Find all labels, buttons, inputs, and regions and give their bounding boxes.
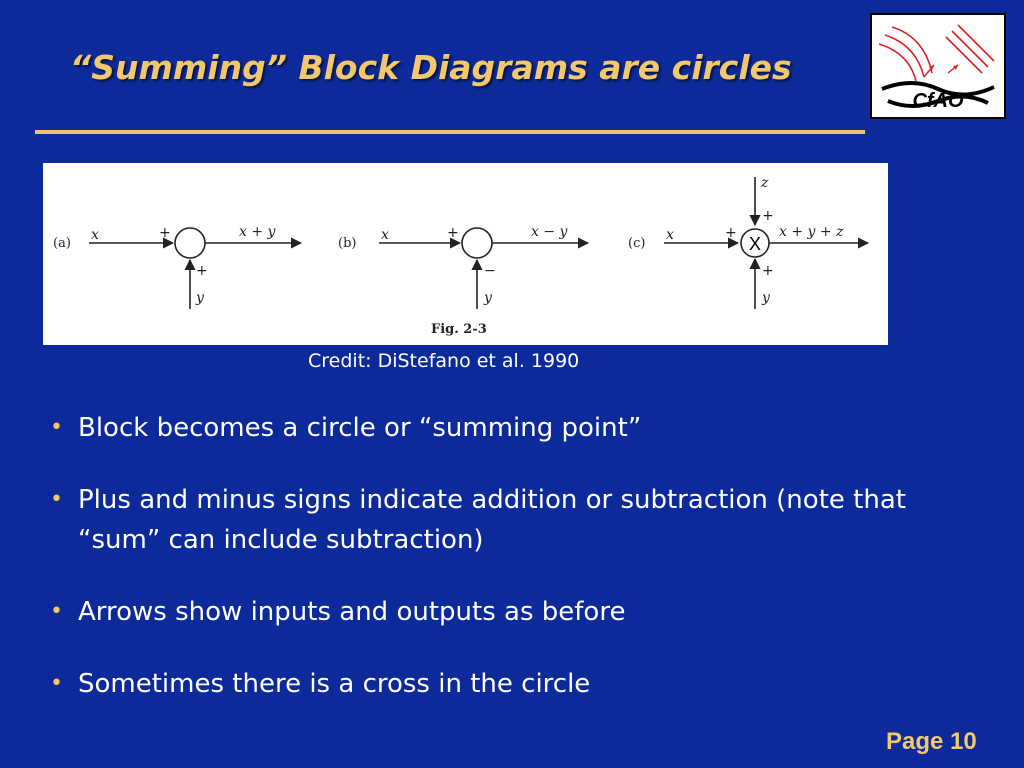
cfao-logo-graphic: CfAO (878, 24, 995, 112)
panel-c-sign-left: + (725, 225, 737, 241)
bullet-marker: • (50, 599, 63, 624)
panel-b-sign-bottom: − (484, 263, 496, 279)
figure-credit: Credit: DiStefano et al. 1990 (308, 350, 580, 372)
bullet-text: Plus and minus signs indicate addition o… (78, 485, 906, 555)
panel-a-output: x + y (239, 224, 277, 240)
panel-a-input-x: x (91, 227, 99, 243)
panel-c-input-z: z (760, 175, 769, 191)
panel-c-label: (c) (628, 236, 645, 251)
block-diagram-figure: (a) x + x + y + y (b) x + x − y (43, 163, 888, 345)
bullet-item: • Plus and minus signs indicate addition… (48, 480, 948, 560)
panel-c-input-y: y (761, 290, 771, 306)
panel-c: (c) z + x + X x + y + z + y (628, 175, 870, 309)
panel-b-summing-circle (461, 227, 493, 259)
panel-a: (a) x + x + y + y (53, 224, 303, 309)
page-number: Page 10 (886, 728, 977, 755)
panel-c-sign-bottom: + (762, 263, 774, 279)
bullet-list: • Block becomes a circle or “summing poi… (48, 408, 948, 736)
panel-b-sign-left: + (447, 225, 459, 241)
bullet-marker: • (50, 671, 63, 696)
summing-junction-diagram: (a) x + x + y + y (b) x + x − y (53, 175, 870, 337)
panel-c-cross-mark: X (749, 234, 761, 254)
panel-c-output: x + y + z (779, 224, 844, 240)
panel-b-output: x − y (531, 224, 569, 240)
bullet-text: Block becomes a circle or “summing point… (78, 413, 642, 443)
bullet-text: Arrows show inputs and outputs as before (78, 597, 626, 627)
panel-a-summing-circle (174, 227, 206, 259)
panel-b-label: (b) (338, 236, 356, 251)
panel-b: (b) x + x − y − y (338, 224, 590, 309)
figure-caption: Fig. 2-3 (431, 322, 487, 337)
bullet-marker: • (50, 415, 63, 440)
panel-a-input-y: y (195, 290, 205, 306)
panel-a-label: (a) (53, 236, 71, 251)
bullet-item: • Arrows show inputs and outputs as befo… (48, 592, 948, 632)
bullet-marker: • (50, 487, 63, 512)
panel-b-input-x: x (381, 227, 389, 243)
logo-text: CfAO (912, 90, 964, 112)
title-underline (35, 130, 865, 134)
slide-title: “Summing” Block Diagrams are circles (70, 48, 792, 87)
panel-a-sign-left: + (159, 225, 171, 241)
bullet-item: • Block becomes a circle or “summing poi… (48, 408, 948, 448)
panel-a-sign-bottom: + (196, 263, 208, 279)
bullet-text: Sometimes there is a cross in the circle (78, 669, 591, 699)
cfao-logo: CfAO (870, 13, 1006, 119)
panel-b-input-y: y (483, 290, 493, 306)
bullet-item: • Sometimes there is a cross in the circ… (48, 664, 948, 704)
panel-c-sign-top: + (762, 208, 774, 224)
panel-c-input-x: x (666, 227, 674, 243)
